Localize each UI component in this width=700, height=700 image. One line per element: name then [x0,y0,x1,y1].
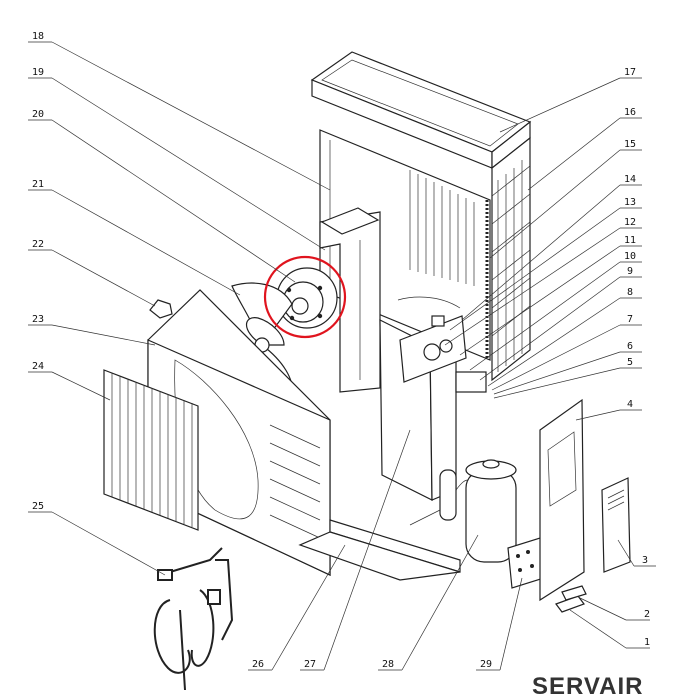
side-panel-part [539,398,585,602]
callout-25: 25 [32,501,44,512]
callout-labels: 18 19 20 21 22 23 24 25 26 27 28 29 17 1… [32,31,650,670]
callout-3: 3 [642,555,648,566]
callout-7: 7 [627,314,633,325]
base-tray-part [298,519,461,581]
callout-11: 11 [624,235,636,246]
service-valves-part [555,585,587,613]
callout-6: 6 [627,341,633,352]
callout-1: 1 [644,637,650,648]
callout-21: 21 [32,179,44,190]
callout-27: 27 [304,659,316,670]
callout-13: 13 [624,197,636,208]
top-cover-part [310,51,532,170]
callout-15: 15 [624,139,636,150]
cover-plate-part [601,477,631,573]
callout-28: 28 [382,659,394,670]
pipe-assembly-part [153,547,234,691]
callout-9: 9 [627,266,633,277]
callout-2: 2 [644,609,650,620]
compressor-part [409,459,517,563]
rear-grille-part [491,136,531,382]
callout-10: 10 [624,251,636,262]
callout-26: 26 [252,659,264,670]
control-components-part [397,296,487,393]
front-grille-part [103,369,199,531]
highlight-circle [263,255,347,339]
callout-23: 23 [32,314,44,325]
callout-24: 24 [32,361,44,372]
motor-bracket-part [319,207,381,393]
callout-19: 19 [32,67,44,78]
callout-17: 17 [624,67,636,78]
callout-12: 12 [624,217,636,228]
callout-14: 14 [624,174,636,185]
callout-8: 8 [627,287,633,298]
brand-logo: SERVAIR [532,673,643,700]
callout-5: 5 [627,357,633,368]
clip-part [149,299,173,319]
callout-29: 29 [480,659,492,670]
callout-18: 18 [32,31,44,42]
callout-20: 20 [32,109,44,120]
callout-16: 16 [624,107,636,118]
leader-lines [28,41,656,671]
fan-motor-part [276,267,338,329]
callout-4: 4 [627,399,633,410]
callout-22: 22 [32,239,44,250]
